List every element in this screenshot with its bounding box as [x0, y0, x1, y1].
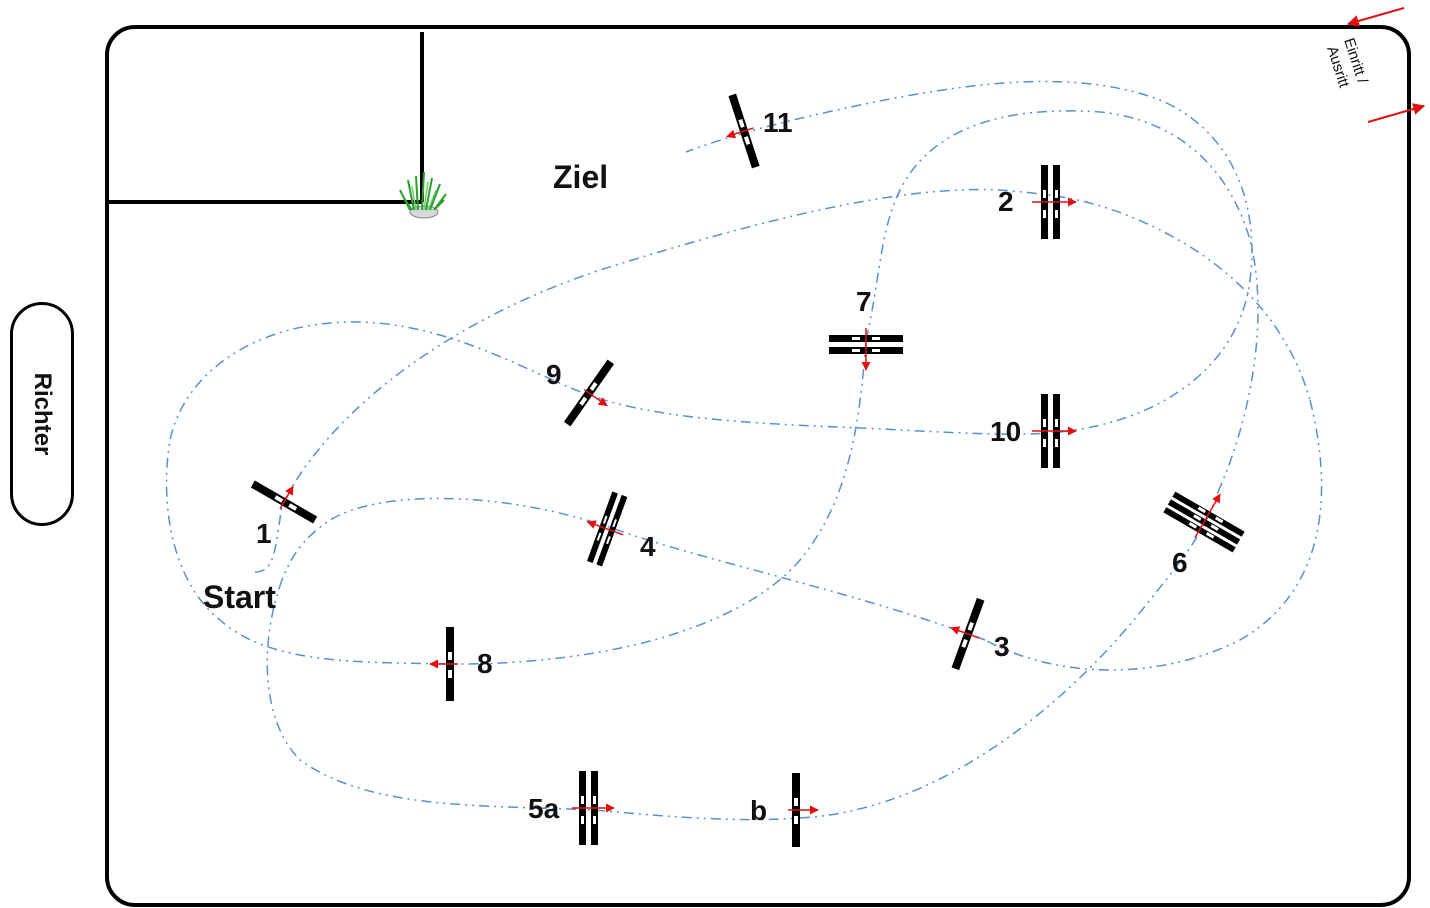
- obstacle-4: [586, 491, 628, 567]
- obstacle-11: [726, 93, 760, 169]
- obstacle-label-3: 3: [994, 631, 1010, 662]
- obstacle-label-11: 11: [763, 107, 793, 138]
- obstacle-b: [788, 773, 819, 847]
- obstacle-7: [829, 328, 903, 371]
- obstacle-5a: [572, 771, 615, 845]
- obstacle-3: [950, 597, 985, 671]
- route-7-to-8: [449, 339, 867, 665]
- obstacle-9: [563, 359, 615, 427]
- judge-box: Richter: [10, 302, 74, 526]
- start-label: Start: [203, 579, 276, 615]
- obstacle-6: [1163, 491, 1245, 553]
- obstacle-8: [429, 627, 458, 701]
- route-9-to-10: [597, 397, 1061, 435]
- obstacle-label-7: 7: [856, 286, 872, 317]
- obstacle-label-4: 4: [640, 531, 656, 562]
- route-10-to-11: [685, 80, 1253, 433]
- finish-label: Ziel: [553, 159, 608, 195]
- obstacle-10: [1032, 394, 1077, 468]
- plant-icon: [399, 171, 447, 219]
- route-1-to-2: [281, 188, 1311, 506]
- obstacle-label-6: 6: [1172, 547, 1188, 578]
- obstacle-label-5a: 5a: [528, 793, 560, 824]
- obstacle-label-2: 2: [998, 186, 1014, 217]
- route-start-to-1: [254, 504, 283, 573]
- obstacle-1: [250, 480, 318, 524]
- obstacle-label-1: 1: [256, 518, 272, 549]
- route-6-to-7: [865, 110, 1259, 493]
- obstacle-2: [1032, 165, 1077, 239]
- arena-boundary: [105, 25, 1411, 907]
- route-4-to-5a: [266, 579, 596, 811]
- obstacle-label-8: 8: [477, 648, 493, 679]
- route-b-to-6: [799, 491, 1219, 819]
- route-8-to-9: [165, 321, 599, 665]
- obstacle-label-b: b: [750, 795, 767, 826]
- route-3-to-4: [281, 497, 986, 641]
- obstacle-label-9: 9: [546, 359, 562, 390]
- route: [165, 80, 1323, 821]
- entry-exit-arrows: [1346, 7, 1426, 123]
- route-5a-to-b: [594, 809, 801, 821]
- obstacle-label-10: 10: [990, 416, 1021, 447]
- route-2-to-3: [984, 399, 1323, 671]
